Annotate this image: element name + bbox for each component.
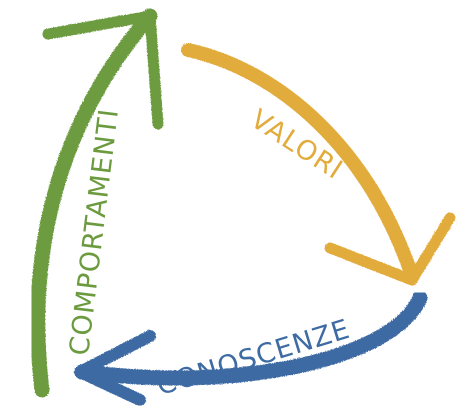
valori-arrow [181, 43, 456, 286]
conoscenze-arrow-shaft [74, 290, 428, 386]
comportamenti-arrow [30, 8, 164, 398]
valori-arrow-head [324, 212, 456, 286]
conoscenze-arrow-head [74, 330, 156, 406]
conoscenze-arrow [74, 290, 428, 406]
comportamenti-arrow-head [42, 10, 164, 130]
comportamenti-arrow-shaft [30, 8, 158, 398]
valori-arrow-shaft [181, 43, 419, 283]
